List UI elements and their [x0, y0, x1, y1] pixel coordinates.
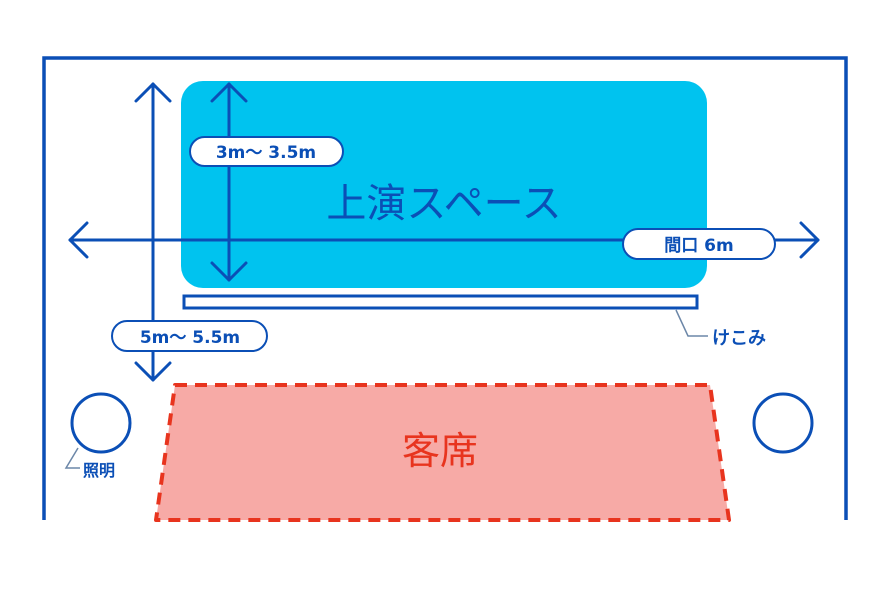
stage-area [181, 81, 707, 288]
kekomi-bar [182, 294, 699, 310]
light-right [752, 392, 814, 454]
room-outline [42, 56, 848, 520]
lighting-label: 照明 [83, 461, 115, 480]
lighting-connector [64, 447, 80, 469]
depth-stage-pill: 3m～ 3.5m [189, 136, 344, 167]
light-left [70, 392, 132, 454]
depth-stage-label: 3m～ 3.5m [216, 143, 316, 163]
kekomi-connector [675, 309, 708, 337]
audience-label: 客席 [402, 429, 478, 473]
width-pill: 間口 6m [622, 228, 776, 260]
kekomi-label: けこみ [712, 328, 766, 349]
stage-label: 上演スペース [326, 181, 561, 227]
depth-total-label: 5m～ 5.5m [140, 328, 240, 348]
depth-stage-arrow [210, 82, 248, 282]
audience-area [154, 383, 731, 522]
depth-total-pill: 5m～ 5.5m [111, 320, 268, 352]
width-label: 間口 6m [664, 236, 733, 256]
